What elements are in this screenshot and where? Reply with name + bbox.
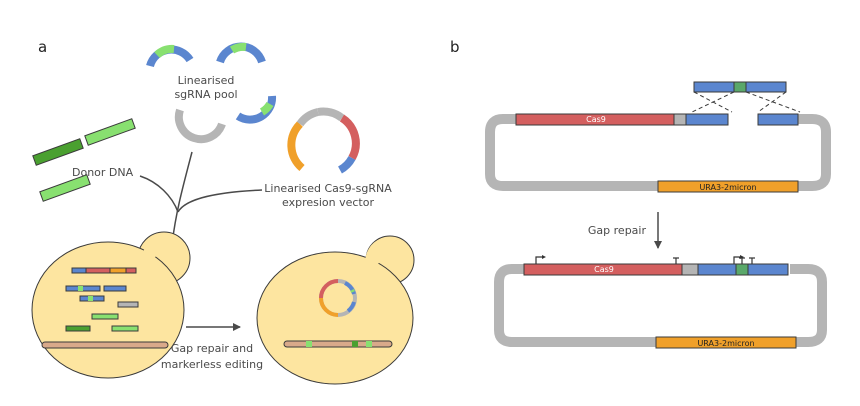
repaired-plasmid xyxy=(319,279,357,317)
vector-feed-line xyxy=(177,189,263,213)
panel-b-label: b xyxy=(450,38,460,56)
terminator-sgrna-1 xyxy=(739,257,745,264)
cas9-top-label: Cas9 xyxy=(586,115,606,124)
donor-dna-label: Donor DNA xyxy=(72,166,134,179)
sgrna-pool-label-2: sgRNA pool xyxy=(174,88,237,101)
vector-label-1: Linearised Cas9-sgRNA xyxy=(264,182,392,195)
promoter-cas9 xyxy=(535,255,546,264)
sgrna-arc-2 xyxy=(216,42,266,64)
grey-arc xyxy=(174,108,226,144)
sgrna-pool-label-1: Linearised xyxy=(178,74,235,87)
plasmid-top-features xyxy=(515,113,799,193)
plasmid-bottom-features xyxy=(523,263,797,349)
terminator-cas9 xyxy=(673,257,679,264)
sgrna-arc-3 xyxy=(235,95,277,124)
edited-chromosome xyxy=(283,340,393,348)
terminator-sgrna-2 xyxy=(749,257,755,264)
cas9-sgrna-vector-ring xyxy=(287,107,360,174)
editing-label-2: markerless editing xyxy=(161,358,263,371)
donor-dna-bar-3 xyxy=(39,174,91,202)
donor-feed-line xyxy=(139,175,179,213)
yeast-cell-right xyxy=(256,235,415,385)
gap-repair-label: Gap repair xyxy=(588,224,647,237)
donor-dna-bar-1 xyxy=(32,138,84,166)
convergence-arrow xyxy=(168,151,193,245)
donor-dna-bar-2 xyxy=(84,118,136,146)
cas9-bottom-label: Cas9 xyxy=(594,265,614,274)
yeast-cell-left xyxy=(31,231,191,379)
donor-insert xyxy=(691,81,801,113)
vector-label-2: expresion vector xyxy=(282,196,374,209)
plasmid-backbone-bottom xyxy=(494,264,827,347)
cell-contents-left xyxy=(41,267,169,349)
panel-a-label: a xyxy=(38,38,47,56)
plasmid-backbone-top xyxy=(485,114,831,191)
ura3-bottom-label: URA3-2micron xyxy=(697,339,754,348)
ura3-top-label: URA3-2micron xyxy=(699,183,756,192)
sgrna-arc-1 xyxy=(146,44,194,68)
editing-label-1: Gap repair and xyxy=(171,342,253,355)
